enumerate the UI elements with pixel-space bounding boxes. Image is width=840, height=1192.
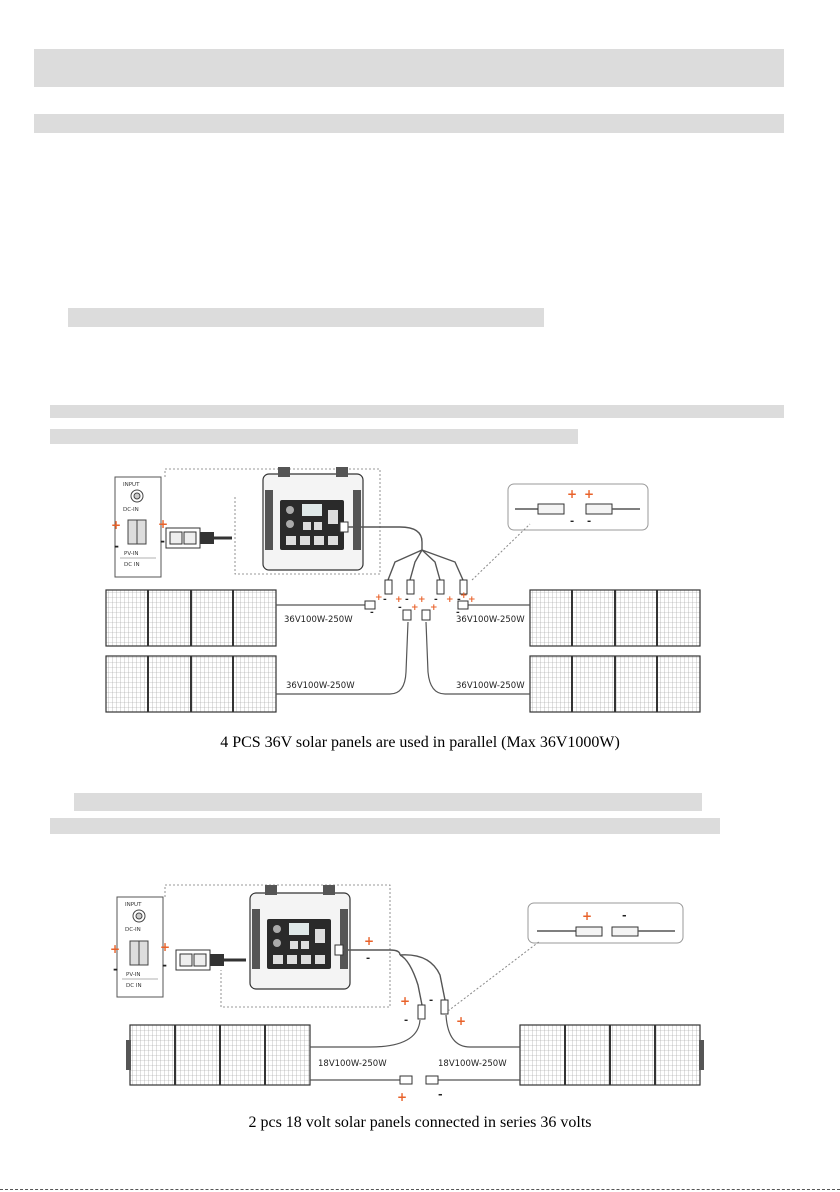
svg-text:DC IN: DC IN xyxy=(124,562,140,568)
svg-text:+: + xyxy=(582,909,592,923)
svg-text:DC IN: DC IN xyxy=(126,983,142,989)
port-callout: INPUT DC-IN PV-IN DC IN xyxy=(114,476,162,578)
svg-text:+: + xyxy=(375,593,383,603)
svg-text:+: + xyxy=(158,517,168,531)
svg-text:-: - xyxy=(370,608,374,618)
branch-connectors xyxy=(384,579,468,595)
svg-text:-: - xyxy=(113,962,118,976)
svg-text:PV-IN: PV-IN xyxy=(126,972,140,978)
heading-bar-3 xyxy=(68,308,544,327)
series-cables xyxy=(343,949,446,1006)
svg-text:+: + xyxy=(395,595,403,605)
svg-text:-: - xyxy=(366,953,370,964)
heading-bar-4 xyxy=(50,405,784,418)
solar-panel-top-left xyxy=(105,589,277,647)
power-station xyxy=(262,467,364,571)
solar-panel-top-right xyxy=(529,589,701,647)
series-wiring-diagram: INPUT DC-IN PV-IN DC IN + - + - xyxy=(110,884,704,1104)
svg-text:+: + xyxy=(411,603,419,613)
svg-text:+: + xyxy=(430,603,438,613)
solar-panel-bottom-left xyxy=(105,655,277,713)
figure1-caption: 4 PCS 36V solar panels are used in paral… xyxy=(220,734,620,751)
svg-text:36V100W-250W: 36V100W-250W xyxy=(284,615,353,625)
svg-text:+: + xyxy=(584,487,594,501)
svg-text:+: + xyxy=(460,591,468,601)
heading-bar-7 xyxy=(50,818,720,834)
svg-text:+: + xyxy=(397,1090,407,1104)
svg-text:-: - xyxy=(383,595,387,605)
solar-panel-bottom-right xyxy=(529,655,701,713)
svg-text:-: - xyxy=(570,516,574,527)
svg-text:+: + xyxy=(400,994,410,1008)
svg-text:-: - xyxy=(587,516,591,527)
page-bottom-rule xyxy=(0,1189,840,1190)
svg-text:INPUT: INPUT xyxy=(123,482,140,488)
svg-text:-: - xyxy=(160,534,165,548)
heading-bar-2 xyxy=(34,114,784,133)
anderson-plug-2 xyxy=(175,949,246,971)
svg-text:+: + xyxy=(456,1014,466,1028)
svg-text:PV-IN: PV-IN xyxy=(124,551,138,557)
svg-text:-: - xyxy=(457,595,461,605)
svg-text:+: + xyxy=(468,595,476,605)
svg-text:+: + xyxy=(567,487,577,501)
svg-text:18V100W-250W: 18V100W-250W xyxy=(438,1059,507,1069)
svg-text:18V100W-250W: 18V100W-250W xyxy=(318,1059,387,1069)
connector-detail-callout-2 xyxy=(447,902,684,1012)
svg-text:+: + xyxy=(364,934,374,948)
parallel-branch-cables xyxy=(348,526,464,581)
svg-text:36V100W-250W: 36V100W-250W xyxy=(456,615,525,625)
svg-text:36V100W-250W: 36V100W-250W xyxy=(286,681,355,691)
connector-detail-callout xyxy=(471,483,649,581)
power-station-2 xyxy=(249,885,351,990)
svg-text:+: + xyxy=(110,942,120,956)
svg-text:INPUT: INPUT xyxy=(125,902,142,908)
heading-bar-5 xyxy=(50,429,578,444)
series-connectors xyxy=(417,999,449,1020)
svg-text:-: - xyxy=(404,1015,408,1026)
svg-text:-: - xyxy=(114,539,119,553)
svg-text:+: + xyxy=(418,595,426,605)
solar-panel-right xyxy=(519,1024,704,1086)
heading-bar-1 xyxy=(34,49,784,87)
parallel-wiring-diagram: INPUT DC-IN PV-IN DC IN + - + - xyxy=(105,467,701,713)
svg-text:-: - xyxy=(438,1088,443,1101)
svg-text:+: + xyxy=(446,595,454,605)
svg-text:-: - xyxy=(456,608,460,618)
solar-panel-left xyxy=(126,1024,311,1086)
heading-bar-6 xyxy=(74,793,702,811)
svg-text:-: - xyxy=(622,909,627,922)
svg-text:-: - xyxy=(405,595,409,605)
figure2-caption: 2 pcs 18 volt solar panels connected in … xyxy=(248,1114,592,1131)
svg-text:DC-IN: DC-IN xyxy=(123,507,139,513)
svg-text:-: - xyxy=(429,995,433,1006)
svg-text:DC-IN: DC-IN xyxy=(125,927,141,933)
svg-text:+: + xyxy=(160,940,170,954)
anderson-plug xyxy=(165,527,232,549)
port-callout-2: INPUT DC-IN PV-IN DC IN xyxy=(116,896,164,998)
svg-text:-: - xyxy=(434,595,438,605)
svg-text:36V100W-250W: 36V100W-250W xyxy=(456,681,525,691)
svg-text:-: - xyxy=(162,958,167,972)
svg-text:+: + xyxy=(111,518,121,532)
svg-text:-: - xyxy=(398,603,402,613)
